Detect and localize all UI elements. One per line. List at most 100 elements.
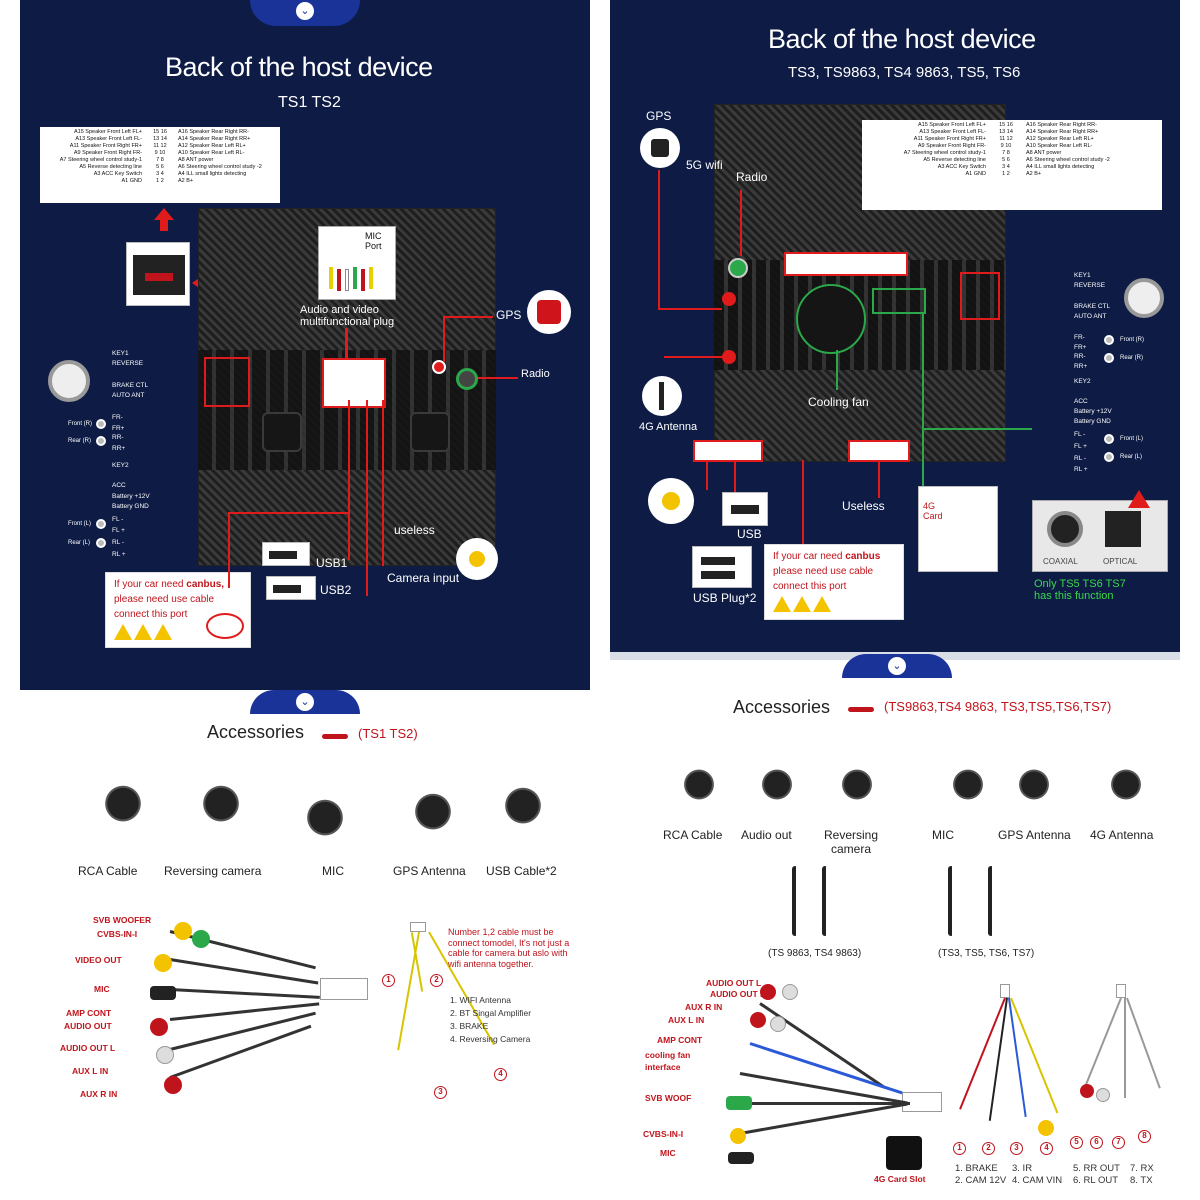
accessory-label: GPS Antenna: [393, 864, 466, 878]
acc-right-sub: (TS9863,TS4 9863, TS3,TS5,TS6,TS7): [884, 699, 1112, 714]
side-label: FL +: [1074, 443, 1087, 450]
radio-connector-right: [728, 258, 748, 278]
side-label: RL +: [112, 551, 126, 558]
usb-plug-label: USB Plug*2: [693, 591, 757, 605]
pin-cell: A6 Steering wheel control study -2: [1026, 157, 1110, 163]
pin-cell: A7 Steering wheel control study-1: [903, 150, 986, 156]
top-tab-left[interactable]: ⌄: [250, 0, 360, 26]
accessory-image: [669, 746, 729, 816]
pin-cell: A9 Speaker Front Right FR-: [73, 150, 142, 156]
usb-icon-right: [722, 492, 768, 526]
side-label: KEY1: [1074, 272, 1091, 279]
gps-connector-right: [722, 292, 736, 306]
side-label: FR-: [112, 414, 123, 421]
pin-cell: A5 Reverse detecting line: [79, 164, 142, 170]
radio-label-left: Radio: [521, 368, 550, 380]
accessory-label: GPS Antenna: [998, 828, 1071, 842]
accessory-label: 4G Antenna: [1090, 828, 1154, 842]
canbus-note-left: If your car need canbus, please need use…: [105, 572, 251, 648]
card-4g-label: 4G Card: [923, 501, 943, 521]
wire-label: cooling fan interface: [645, 1050, 691, 1072]
pin-cell: 7 8: [156, 157, 164, 163]
speaker-label: Rear (R): [1120, 355, 1144, 361]
wire-label: AMP CONT: [66, 1008, 112, 1018]
pin-cell: A9 Speaker Front Right FR-: [917, 143, 986, 149]
side-label: AUTO ANT: [1074, 313, 1107, 320]
arrow-left-icon: [192, 276, 202, 290]
cable-list-item: 2. BT Singal Amplifier: [450, 1008, 532, 1018]
right-subtitle: TS3, TS9863, TS4 9863, TS5, TS6: [788, 64, 1021, 81]
gps-antenna-icon: [527, 290, 571, 334]
av-plug-label: Audio and video multifunctional plug: [300, 304, 395, 328]
side-label: ACC: [112, 482, 126, 489]
speaker-label: Rear (L): [68, 540, 91, 546]
side-label: ACC: [1074, 398, 1088, 405]
speaker-icon: [1104, 353, 1114, 363]
side-label: FL -: [1074, 431, 1086, 438]
pin-cell: 5 6: [1002, 157, 1010, 163]
accessory-label: RCA Cable: [663, 828, 723, 842]
wire-label: AUDIO OUT R: [710, 989, 767, 999]
right-title: Back of the host device: [768, 24, 1036, 54]
accessory-image: [938, 746, 998, 816]
pin-cell: A6 Steering wheel control study -2: [178, 164, 262, 170]
pin-cell: A1 GND: [965, 171, 986, 177]
wifi-label: 5G wifi: [686, 158, 723, 172]
accessory-image: [90, 764, 156, 836]
speaker-label: Rear (R): [68, 438, 92, 444]
side-label: BRAKE CTL: [112, 382, 149, 389]
left-title: Back of the host device: [165, 52, 433, 82]
steering-wheel-icon: [48, 360, 90, 402]
pin-cell: A16 Speaker Rear Right RR-: [1026, 122, 1097, 128]
wire-label: CVBS-IN-I: [643, 1129, 684, 1139]
usb2-icon: [266, 576, 316, 600]
iso-connector: [126, 242, 190, 306]
side-label: RR-: [112, 434, 124, 441]
side-label: Battery +12V: [1074, 408, 1112, 415]
speaker-icon: [1104, 452, 1114, 462]
accessory-image: [747, 746, 807, 816]
pin-cell: A13 Speaker Front Left FL-: [919, 129, 986, 135]
side-label: AUTO ANT: [112, 392, 145, 399]
accessory-label: USB Cable*2: [486, 864, 557, 878]
side-label: REVERSE: [1074, 282, 1106, 289]
side-label: FR+: [1074, 344, 1087, 351]
pin-cell: A15 Speaker Front Left FL+: [73, 129, 142, 135]
wire-label: AUX L IN: [72, 1066, 109, 1076]
pin-cell: A16 Speaker Rear Right RR-: [178, 129, 249, 135]
usb1-label: USB1: [316, 556, 348, 570]
coaxial-optical-box: COAXIAL OPTICAL: [1032, 500, 1168, 572]
side-label: FR-: [1074, 334, 1085, 341]
warning-icon: [1128, 490, 1150, 508]
speaker-icon: [1104, 434, 1114, 444]
cable-list-item: 1. WIFI Antenna: [450, 995, 511, 1005]
pin-cell: A13 Speaker Front Left FL-: [75, 136, 142, 142]
pin-cell: 5 6: [156, 164, 164, 170]
cable-note: Number 1,2 cable must be connect tomodel…: [448, 927, 570, 969]
gps-connector: [432, 360, 446, 374]
bottom-tab-left[interactable]: ⌄: [250, 690, 360, 714]
acc-right-title: Accessories: [733, 697, 831, 717]
side-label: Battery +12V: [112, 493, 150, 500]
warning-icon: [793, 596, 811, 612]
bottom-tab-right[interactable]: ⌄: [842, 654, 952, 678]
harness-thin-right: [1066, 984, 1176, 1134]
accessory-image: [188, 764, 254, 836]
fan-right: [410, 412, 450, 452]
acc-left-title: Accessories: [207, 722, 305, 742]
wire-label: AUX R IN: [80, 1089, 118, 1099]
card-slot-icon: [886, 1136, 922, 1170]
wire-label: MIC: [94, 984, 110, 994]
accessory-image: [827, 746, 887, 816]
speaker-icon: [96, 538, 106, 548]
mic-port-label: MIC Port: [365, 231, 382, 251]
usb-cable-pair-left: [782, 866, 852, 942]
pin-cell: 3 4: [1002, 164, 1010, 170]
usb-left-caption: (TS 9863, TS4 9863): [768, 948, 862, 959]
pin-cell: A4 ILL small lights detecting: [1026, 164, 1095, 170]
warning-icon: [773, 596, 791, 612]
pin-cell: A3 ACC Key Switch: [937, 164, 986, 170]
